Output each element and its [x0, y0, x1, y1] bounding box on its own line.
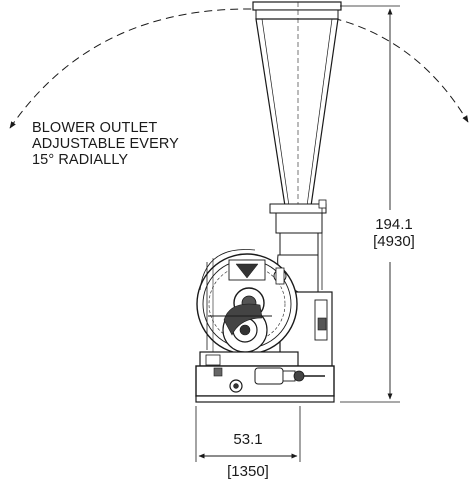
side-valve [273, 267, 287, 285]
width-imperial: 53.1 [233, 431, 263, 448]
height-dimension-line [340, 5, 400, 403]
note-line-2: ADJUSTABLE EVERY [32, 136, 179, 152]
note-line-1: BLOWER OUTLET [32, 120, 158, 136]
rotation-arc [9, 8, 469, 129]
blower-outlet-note: BLOWER OUTLET ADJUSTABLE EVERY 15° RADIA… [32, 120, 179, 168]
inspection-window [228, 259, 266, 281]
impeller-hub [208, 287, 272, 353]
height-imperial: 194.1 [375, 216, 413, 233]
width-dimension-line [195, 406, 301, 462]
outlet-top-flange [252, 1, 342, 20]
discharge-cone [255, 2, 339, 207]
width-metric: [1350] [227, 463, 269, 480]
note-line-3: 15° RADIALLY [32, 152, 129, 168]
height-dimension-label: 194.1 [4930] [362, 216, 426, 250]
base-skid [195, 351, 335, 403]
height-metric: [4930] [373, 233, 415, 250]
